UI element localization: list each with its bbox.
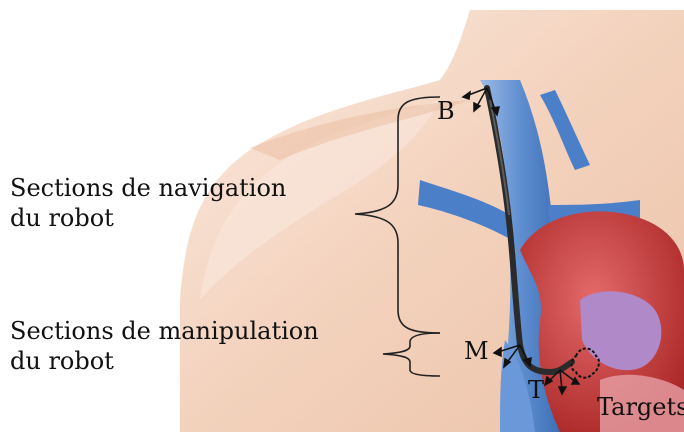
targets-label: Targets — [597, 392, 684, 422]
navigation-label-line2: du robot — [10, 203, 114, 233]
tip-label: T — [528, 375, 544, 405]
base-label: B — [437, 96, 455, 126]
middle-label: M — [464, 336, 489, 366]
navigation-label-line1: Sections de navigation — [10, 173, 286, 203]
manipulation-label-line1: Sections de manipulation — [10, 316, 319, 346]
manipulation-label-line2: du robot — [10, 346, 114, 376]
